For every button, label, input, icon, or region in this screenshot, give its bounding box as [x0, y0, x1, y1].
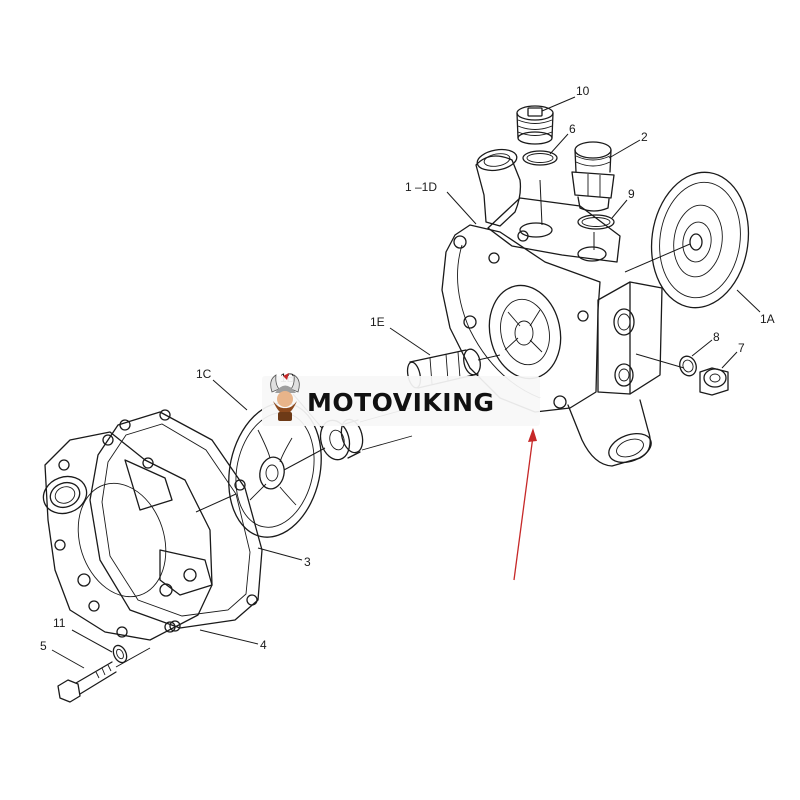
red-pointer-arrow: [513, 428, 537, 581]
plug-10: [516, 105, 554, 145]
viking-mascot-icon: [270, 373, 300, 421]
washer-8: [679, 355, 697, 377]
label-part-6: 6: [569, 122, 576, 136]
label-part-11: 11: [53, 616, 66, 630]
label-part-5: 5: [40, 639, 47, 653]
o-ring-6: [522, 150, 558, 166]
fitting-2: [571, 141, 615, 212]
cover-4: [42, 431, 237, 641]
label-part-9: 9: [628, 187, 635, 201]
gasket-3: [89, 409, 263, 632]
label-part-2: 2: [641, 130, 648, 144]
watermark-brand-text: MOTOVIKING: [307, 388, 495, 417]
label-part-1e: 1E: [370, 315, 385, 329]
watermark: MOTOVIKING: [262, 373, 540, 426]
o-ring-9: [577, 214, 615, 230]
label-part-4: 4: [260, 638, 267, 652]
plug-7: [699, 367, 729, 396]
label-part-1c: 1C: [196, 367, 212, 381]
label-part-1a: 1A: [760, 312, 775, 326]
center-line-1a: [624, 243, 691, 273]
label-part-7: 7: [738, 341, 745, 355]
pulley-1a: [650, 171, 750, 309]
label-part-10: 10: [576, 84, 590, 98]
bolt-5: [57, 647, 151, 703]
label-part-3: 3: [304, 555, 311, 569]
label-part-1-1d: 1 –1D: [405, 180, 437, 194]
label-part-8: 8: [713, 330, 720, 344]
